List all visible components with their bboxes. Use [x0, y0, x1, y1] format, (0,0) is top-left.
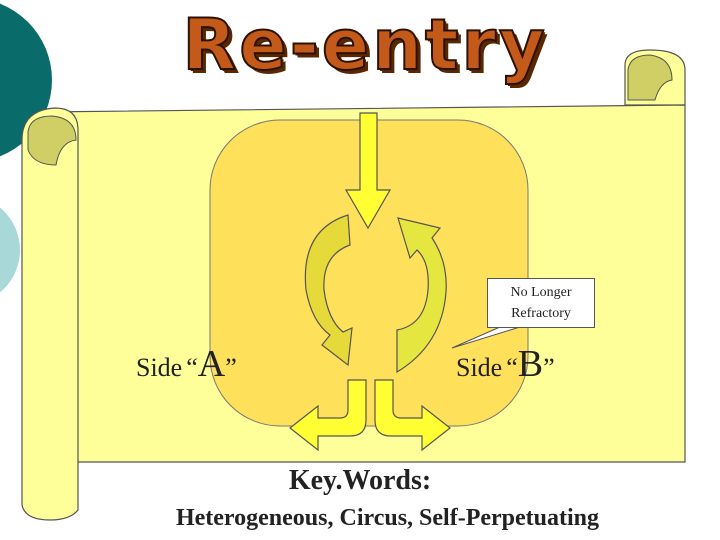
cycle-arrow-right-icon [396, 217, 447, 374]
side-b-label: Side “B” [456, 342, 555, 386]
side-b-word: Side [456, 353, 503, 382]
keywords-heading: Key.Words: [288, 465, 432, 496]
down-arrow-icon [344, 112, 392, 230]
exit-arrow-right-icon [374, 379, 451, 452]
exit-arrow-left-icon [289, 379, 367, 452]
cycle-arrow-left-icon [304, 214, 353, 367]
side-b-open-quote: “ [506, 353, 518, 382]
page-title: Re-entry [181, 4, 548, 86]
side-a-open-quote: “ [186, 353, 198, 382]
side-b-letter: B [517, 343, 544, 385]
refractory-callout: No Longer Refractory [487, 278, 595, 328]
keywords-list: Heterogeneous, Circus, Self-Perpetuating [175, 505, 600, 531]
side-a-label: Side “A” [136, 342, 237, 386]
callout-line-2: Refractory [511, 306, 571, 321]
light-teal-circle-decoration [0, 207, 20, 293]
side-b-close-quote: ” [543, 353, 555, 382]
side-a-close-quote: ” [225, 353, 237, 382]
side-a-letter: A [197, 343, 226, 385]
side-a-word: Side [136, 353, 183, 382]
callout-line-1: No Longer [510, 285, 572, 300]
